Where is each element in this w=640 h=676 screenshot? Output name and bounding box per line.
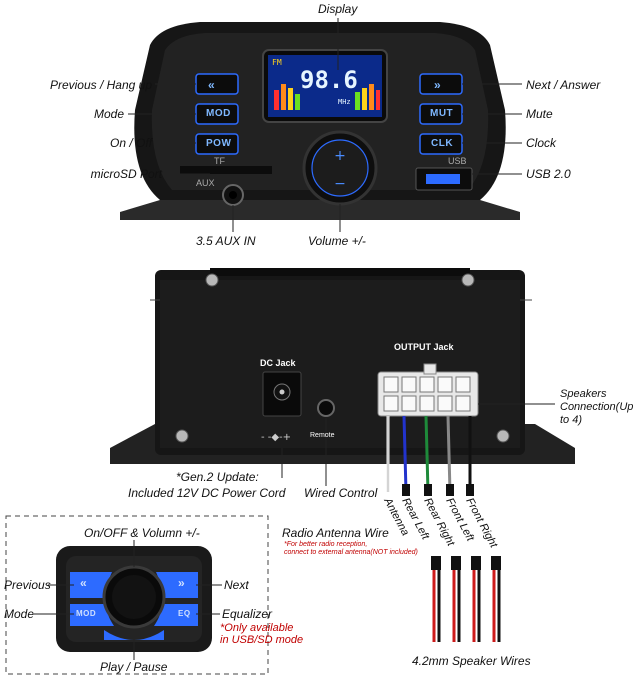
label-gen2-update: *Gen.2 Update:: [176, 470, 259, 484]
volume-knob: + −: [302, 130, 378, 206]
antenna-note-line2: connect to external antenna(NOT included…: [284, 549, 418, 556]
remote-eq-button[interactable]: EQ: [178, 609, 191, 618]
mut-button[interactable]: MUT: [430, 108, 454, 119]
remote-mod-button[interactable]: MOD: [76, 609, 97, 618]
output-jack-pin: [419, 395, 435, 412]
remote-frame: [5, 515, 269, 675]
output-jack-pin: [401, 376, 417, 393]
head-unit-leader-lines: [128, 18, 522, 232]
dc-jack-title: DC Jack: [260, 358, 296, 368]
label-display: Display: [318, 2, 358, 16]
eq-note-line2: in USB/SD mode: [220, 634, 304, 646]
output-jack-pin: [383, 376, 399, 393]
left-button-column: [180, 73, 272, 174]
label-remote-next: Next: [224, 578, 249, 592]
lcd-screen: [268, 55, 382, 117]
lcd-frequency: 98.6: [300, 66, 358, 94]
prev-button[interactable]: «: [208, 78, 216, 92]
label-wired-control: Wired Control: [304, 486, 378, 500]
output-wires: [386, 415, 472, 493]
label-mute: Mute: [526, 107, 553, 121]
eq-note-line1: *Only available: [220, 622, 294, 634]
printed-tf: TF: [214, 156, 225, 166]
label-aux-in: 3.5 AUX IN: [196, 234, 256, 248]
right-button-column: [415, 73, 473, 191]
lcd-unit: MHz: [338, 98, 351, 106]
output-jack-pin: [383, 395, 399, 412]
label-mode: Mode: [93, 107, 124, 121]
remote-jack: [317, 399, 335, 417]
output-jack-pin: [437, 376, 453, 393]
remote-body: [56, 546, 212, 652]
label-remote-previous: Previous: [4, 578, 51, 592]
svg-text:- -◆-+: - -◆-+: [261, 432, 291, 443]
label-usb: USB 2.0: [526, 167, 571, 181]
label-remote-mode: Mode: [4, 607, 35, 621]
label-on-off: On / Off: [109, 136, 152, 150]
output-jack-pin: [419, 376, 435, 393]
label-next-answer: Next / Answer: [526, 78, 601, 92]
printed-usb: USB: [448, 156, 467, 166]
svg-text:+: +: [334, 148, 346, 164]
output-jack-pin: [437, 395, 453, 412]
remote-next-button[interactable]: »: [178, 576, 186, 590]
label-onoff-volume: On/OFF & Volumn +/-: [84, 526, 200, 540]
remote-prev-button[interactable]: «: [80, 576, 88, 590]
output-jack-pin: [401, 395, 417, 412]
remote-jack-label: Remote: [310, 432, 335, 439]
label-radio-antenna-wire: Radio Antenna Wire: [282, 526, 389, 540]
mod-button[interactable]: MOD: [206, 108, 231, 119]
antenna-note-line1: *For better radio reception,: [284, 541, 368, 548]
lcd-band: FM: [272, 58, 282, 67]
label-speaker-wires: 4.2mm Speaker Wires: [412, 654, 531, 668]
pow-button[interactable]: POW: [206, 138, 232, 149]
clk-button[interactable]: CLK: [431, 138, 454, 149]
dc-jack: - -◆-+: [261, 371, 302, 443]
label-clock: Clock: [526, 136, 557, 150]
output-jack-pins: [383, 376, 471, 412]
label-dc-power-cord: Included 12V DC Power Cord: [128, 486, 286, 500]
wire-terminals: [402, 484, 474, 496]
remote-leader-lines: [34, 540, 222, 660]
label-previous-hang-up: Previous / Hang up: [49, 78, 152, 92]
amplifier-body: [110, 268, 575, 464]
printed-aux: AUX: [196, 178, 215, 188]
label-volume: Volume +/-: [308, 234, 366, 248]
label-speakers-connection: Speakers Connection(Up to 4): [560, 388, 634, 426]
output-jack-title: OUTPUT Jack: [394, 342, 454, 352]
label-remote-equalizer: Equalizer: [222, 607, 273, 621]
next-button[interactable]: »: [434, 78, 442, 92]
aux-jack: [222, 184, 244, 206]
svg-text:−: −: [334, 176, 346, 192]
output-jack-pin: [455, 395, 471, 412]
speaker-wire-bundle: [431, 556, 501, 642]
amp-leader-lines: [281, 403, 555, 486]
label-play-pause: Play / Pause: [100, 660, 168, 674]
output-jack-pin: [455, 376, 471, 393]
label-microsd-port: microSD Port: [90, 167, 162, 181]
